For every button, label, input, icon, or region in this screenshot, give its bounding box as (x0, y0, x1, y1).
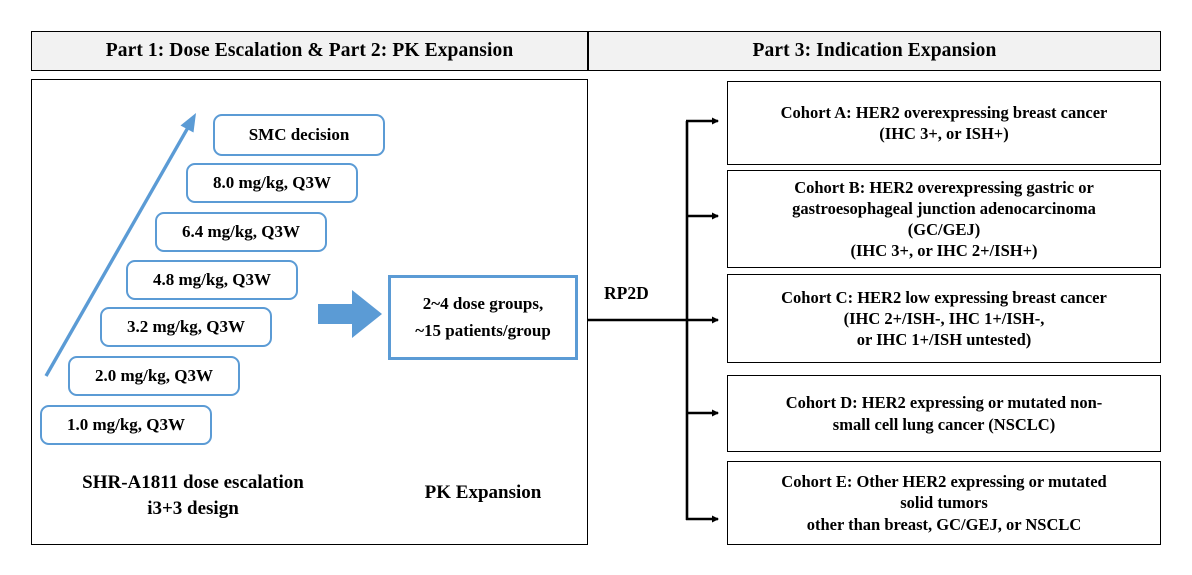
rp2d-label: RP2D (604, 283, 649, 303)
cohort-d-line-1: Cohort D: HER2 expressing or mutated non… (785, 393, 1103, 413)
pk-box-line-1: 2~4 dose groups, (422, 294, 544, 313)
dose-box-smc-decision[interactable]: SMC decision (213, 114, 385, 156)
cohort-b-line-2: gastroesophageal junction adenocarcinoma (792, 198, 1096, 218)
cohort-box-d[interactable]: Cohort D: HER2 expressing or mutated non… (727, 375, 1161, 452)
pk-box-line-2: ~15 patients/group (415, 321, 551, 340)
cohort-a-line-2: (IHC 3+, or ISH+) (879, 124, 1009, 143)
header-part1-part2: Part 1: Dose Escalation & Part 2: PK Exp… (31, 31, 588, 71)
cohort-box-e[interactable]: Cohort E: Other HER2 expressing or mutat… (727, 461, 1161, 545)
cohort-a-line-1: Cohort A: HER2 overexpressing breast can… (780, 102, 1108, 122)
dose-box-4[interactable]: 4.8 mg/kg, Q3W (126, 260, 298, 300)
pk-expansion-box[interactable]: 2~4 dose groups, ~15 patients/group (388, 275, 578, 360)
cohort-box-b[interactable]: Cohort B: HER2 overexpressing gastric or… (727, 170, 1161, 268)
dose-escalation-caption: SHR-A1811 dose escalation i3+3 design (82, 472, 304, 519)
cohort-box-c[interactable]: Cohort C: HER2 low expressing breast can… (727, 274, 1161, 363)
cohort-c-line-2: (IHC 2+/ISH-, IHC 1+/ISH-, (843, 308, 1045, 328)
pk-expansion-caption: PK Expansion (424, 482, 542, 503)
cohort-c-line-3: or IHC 1+/ISH untested) (856, 330, 1032, 350)
cohort-d-line-2: small cell lung cancer (NSCLC) (832, 414, 1056, 434)
dose-box-2[interactable]: 2.0 mg/kg, Q3W (68, 356, 240, 396)
cohort-e-line-3: other than breast, GC/GEJ, or NSCLC (806, 514, 1082, 534)
dose-box-5[interactable]: 6.4 mg/kg, Q3W (155, 212, 327, 252)
cohort-b-line-4: (IHC 3+, or IHC 2+/ISH+) (850, 241, 1038, 261)
cohort-b-line-3: (GC/GEJ) (907, 220, 981, 239)
rp2d-connector (588, 121, 689, 520)
cohort-e-line-1: Cohort E: Other HER2 expressing or mutat… (781, 472, 1107, 492)
cohort-branch-arrows (686, 117, 719, 523)
header-part3: Part 3: Indication Expansion (588, 31, 1161, 71)
dose-box-3[interactable]: 3.2 mg/kg, Q3W (100, 307, 272, 347)
cohort-c-line-1: Cohort C: HER2 low expressing breast can… (781, 287, 1107, 307)
cohort-b-line-1: Cohort B: HER2 overexpressing gastric or (794, 177, 1094, 197)
dose-box-1[interactable]: 1.0 mg/kg, Q3W (40, 405, 212, 445)
cohort-box-a[interactable]: Cohort A: HER2 overexpressing breast can… (727, 81, 1161, 165)
dose-box-6[interactable]: 8.0 mg/kg, Q3W (186, 163, 358, 203)
cohort-e-line-2: solid tumors (900, 493, 988, 513)
